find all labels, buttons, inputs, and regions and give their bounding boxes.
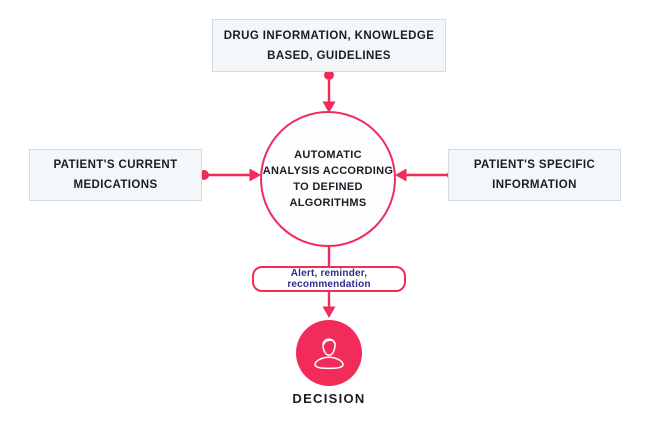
decision-text: DECISION <box>292 391 366 406</box>
edge-output-to-decision <box>322 291 336 318</box>
alert-reminder-pill: Alert, reminder, recommendation <box>252 266 406 292</box>
automatic-analysis-circle: AUTOMATIC ANALYSIS ACCORDING TO DEFINED … <box>260 111 396 247</box>
specific-information-line1: PATIENT'S SPECIFIC <box>473 159 596 171</box>
decision-avatar <box>296 320 362 386</box>
specific-information-line2: INFORMATION <box>492 179 577 191</box>
analysis-line4: ALGORITHMS <box>289 197 367 209</box>
analysis-line1: AUTOMATIC <box>294 149 362 161</box>
analysis-line3: TO DEFINED <box>293 181 363 193</box>
drug-information-line2: BASED, GUIDELINES <box>267 49 391 62</box>
person-icon <box>314 338 344 370</box>
edge-druginfo-to-analysis <box>322 70 336 113</box>
current-medications-box: PATIENT'S CURRENT MEDICATIONS <box>29 149 202 201</box>
drug-information-box: DRUG INFORMATION, KNOWLEDGE BASED, GUIDE… <box>212 19 446 72</box>
current-medications-line2: MEDICATIONS <box>73 179 158 191</box>
decision-label: DECISION <box>254 391 404 406</box>
alert-reminder-label: Alert, reminder, recommendation <box>287 268 371 290</box>
edge-currentmeds-to-analysis <box>199 168 261 182</box>
drug-information-line1: DRUG INFORMATION, KNOWLEDGE <box>223 29 435 42</box>
current-medications-line1: PATIENT'S CURRENT <box>53 159 178 171</box>
analysis-line2: ANALYSIS ACCORDING <box>262 165 394 177</box>
specific-information-box: PATIENT'S SPECIFIC INFORMATION <box>448 149 621 201</box>
